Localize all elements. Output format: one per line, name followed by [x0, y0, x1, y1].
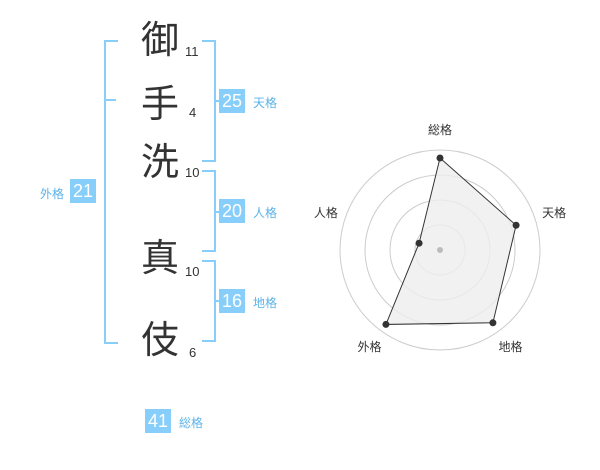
name-char-1: 御: [140, 18, 179, 62]
jinkaku-label: 人格: [253, 206, 278, 220]
gaikaku-label: 外格: [40, 187, 65, 201]
jinkaku-bracket-tick: [214, 211, 222, 213]
radar-center-point: [437, 247, 443, 253]
chikaku-bracket-tick: [214, 300, 222, 302]
name-char-4: 真: [140, 236, 179, 280]
radar-data-point: [436, 154, 444, 162]
radar-series-polygon: [385, 157, 517, 325]
stroke-count-3: 10: [185, 165, 200, 180]
name-char-3: 洗: [140, 140, 179, 184]
radar-axis-label: 人格: [314, 205, 338, 220]
radar-data-point: [415, 239, 423, 247]
tenkaku-bracket-tick: [214, 100, 222, 102]
soukaku-label: 総格: [179, 416, 204, 430]
radar-axis-label: 地格: [499, 339, 523, 354]
radar-axis-label: 外格: [357, 339, 381, 354]
tenkaku-value: 25: [219, 89, 246, 113]
chikaku-value: 16: [219, 289, 246, 313]
radar-data-point: [512, 221, 520, 229]
chikaku-label: 地格: [253, 296, 278, 310]
soukaku-value: 41: [145, 409, 172, 433]
radar-grid-ring: [339, 149, 541, 351]
stroke-count-1: 11: [185, 44, 199, 59]
tenkaku-label: 天格: [253, 96, 278, 110]
stroke-count-2: 4: [189, 105, 197, 120]
radar-data-point: [489, 319, 497, 327]
name-char-5: 伎: [140, 318, 179, 362]
radar-axis-label: 総格: [428, 122, 452, 137]
radar-data-point: [382, 320, 390, 328]
name-char-2: 手: [140, 82, 179, 126]
jinkaku-value: 20: [219, 199, 246, 223]
gaikaku-bracket-tick: [104, 99, 116, 101]
stroke-count-4: 10: [185, 264, 200, 279]
radar-axis-label: 天格: [542, 205, 566, 220]
gaikaku-value: 21: [70, 179, 97, 203]
stroke-count-5: 6: [189, 345, 197, 360]
gaikaku-bracket: [104, 40, 118, 344]
